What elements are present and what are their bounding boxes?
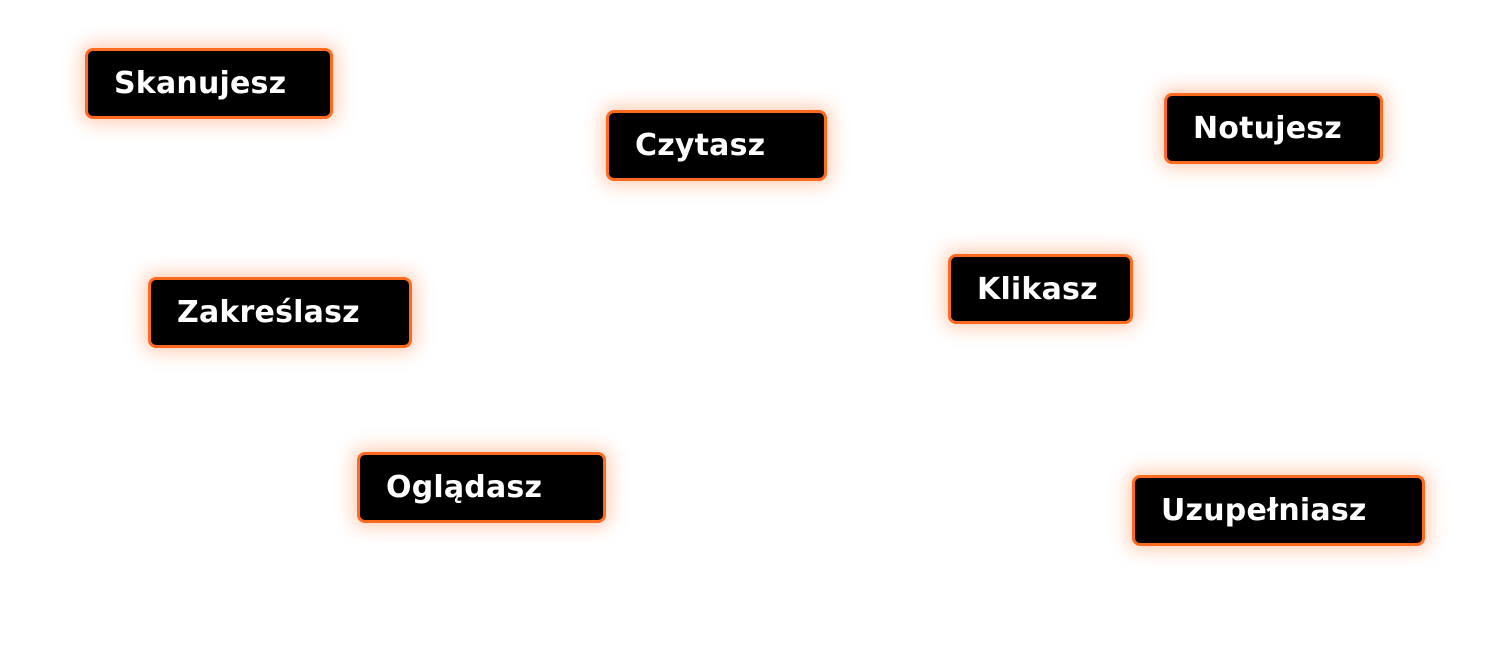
tag-czytasz: Czytasz	[606, 110, 827, 181]
tag-uzupelniasz: Uzupełniasz	[1132, 475, 1425, 546]
tag-zakreslasz: Zakreślasz	[148, 277, 412, 348]
tag-ogladasz: Oglądasz	[357, 452, 606, 523]
tag-skanujesz: Skanujesz	[85, 48, 333, 119]
tag-klikasz: Klikasz	[948, 254, 1133, 324]
tag-notujesz: Notujesz	[1164, 93, 1383, 164]
